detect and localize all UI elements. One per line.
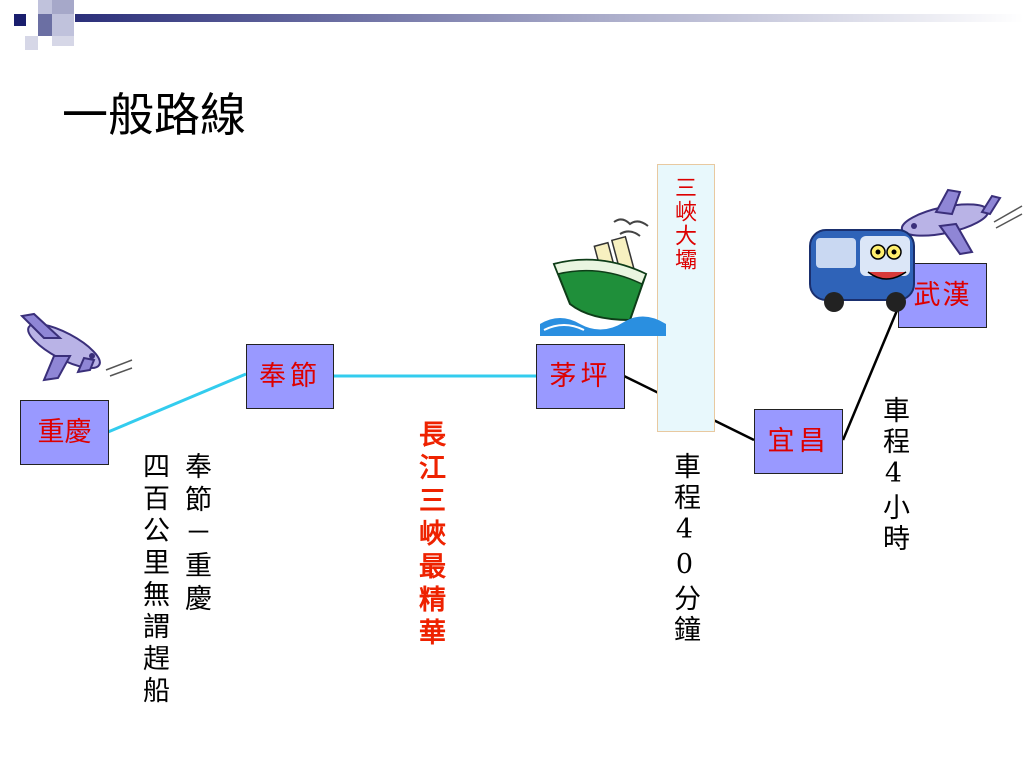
corner-decoration-graphic (14, 0, 1024, 50)
corner-decoration (0, 0, 1024, 60)
page-title: 一般路線 (62, 88, 246, 142)
note-fengjie-chongqing: 奉節－重慶 (180, 452, 211, 617)
river-line-chongqing-fengjie (107, 372, 247, 434)
note-four-hundred-km: 四百公里無謂趕船 (138, 452, 169, 708)
three-gorges-dam-box (657, 164, 715, 432)
airplane-icon (900, 188, 1023, 256)
airplane-icon (19, 312, 133, 382)
note-drive-4hr: 車程4小時 (878, 396, 909, 555)
node-yichang: 宜昌 (754, 409, 843, 474)
bus-icon (809, 229, 915, 312)
road-line-yichang-wuhan (841, 307, 900, 441)
node-fengjie: 奉節 (246, 344, 334, 409)
note-drive-40min: 車程40分鐘 (669, 452, 700, 646)
node-wuhan: 武漢 (898, 263, 987, 328)
ship-icon (540, 218, 666, 336)
node-maoping: 茅坪 (536, 344, 625, 409)
node-chongqing: 重慶 (20, 400, 109, 465)
dam-label: 三峽大壩 (671, 176, 696, 272)
note-three-gorges-best: 長江三峽最精華 (414, 420, 445, 651)
